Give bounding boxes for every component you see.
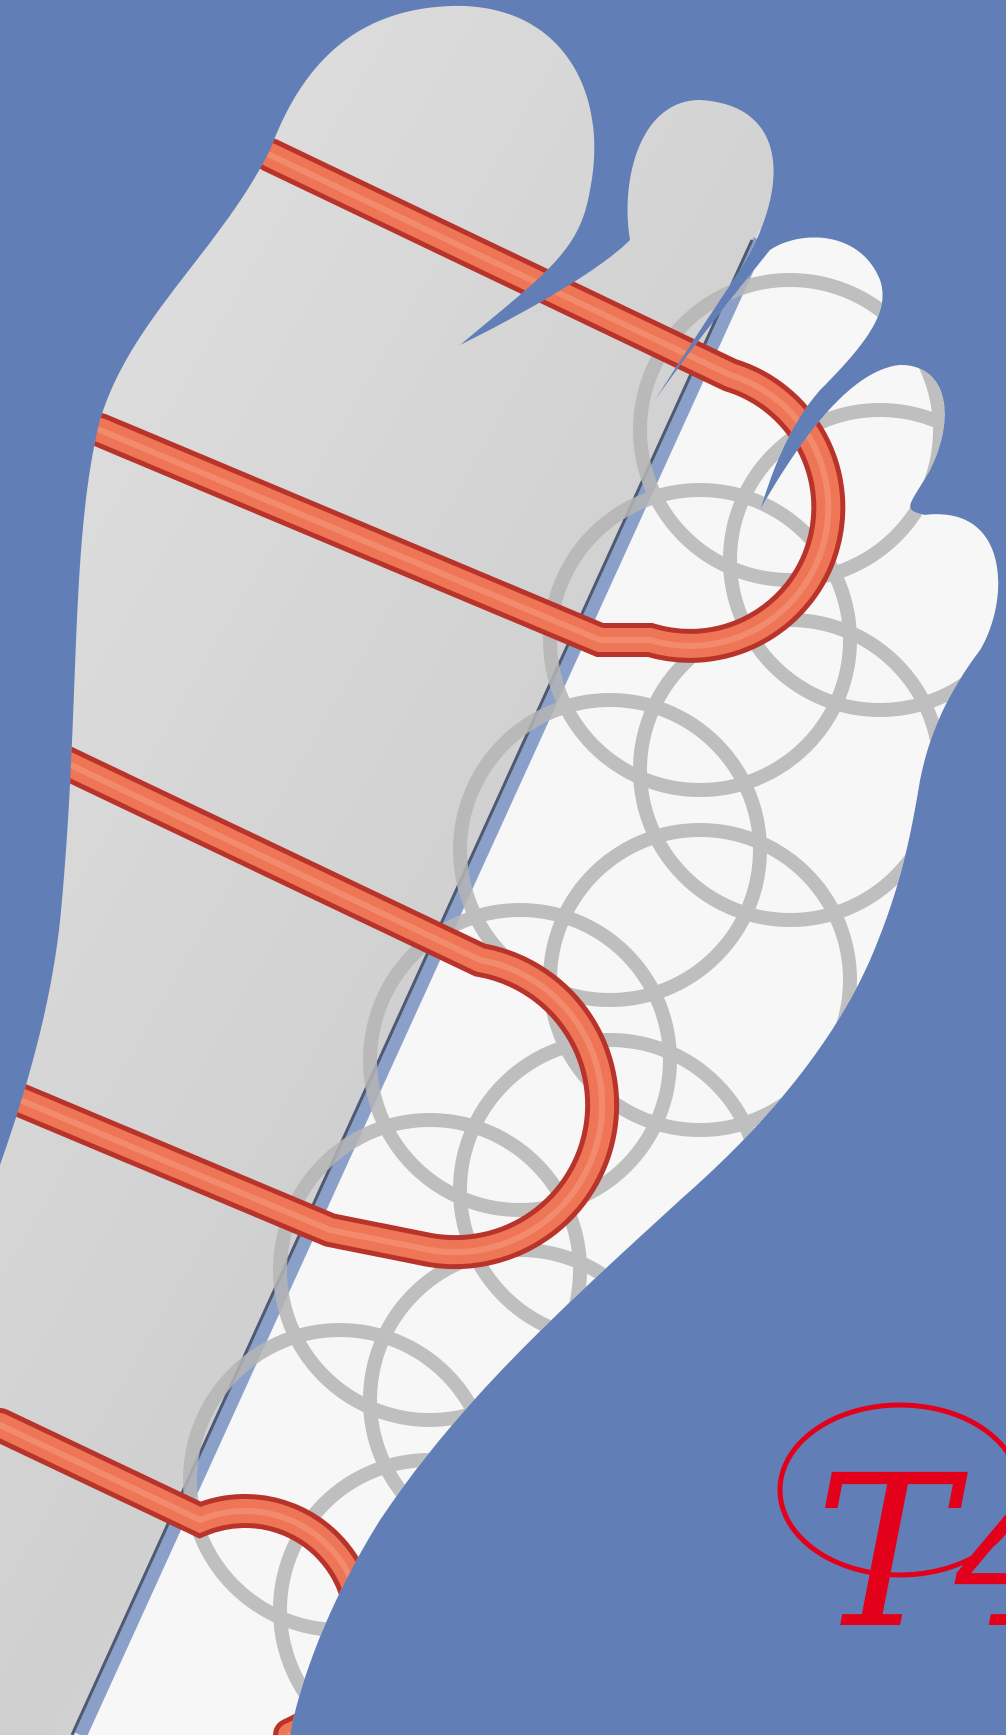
logo-text: T4 bbox=[815, 1430, 1006, 1675]
